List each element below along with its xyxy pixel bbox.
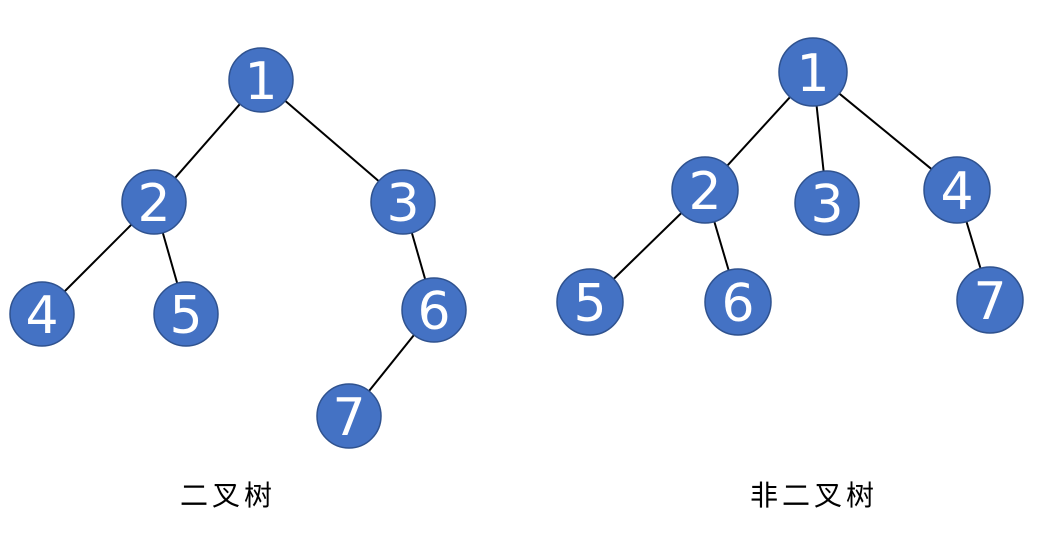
- tree-node-n5: 5: [556, 268, 624, 336]
- node-label: 2: [688, 162, 721, 222]
- tree-node-n4: 4: [923, 156, 991, 224]
- edge-n2-n6: [713, 221, 730, 271]
- edge-b1-b3: [284, 100, 380, 182]
- node-label: 3: [810, 175, 843, 235]
- node-circle: [794, 170, 860, 236]
- node-circle: [704, 268, 772, 336]
- tree-node-b5: 5: [153, 281, 219, 347]
- node-label: 2: [137, 174, 170, 234]
- edge-b6-b7: [368, 334, 415, 392]
- tree-node-b2: 2: [121, 169, 187, 235]
- node-circle: [923, 156, 991, 224]
- edge-b2-b4: [63, 223, 133, 293]
- edge-n1-n2: [726, 96, 791, 167]
- node-label: 7: [332, 388, 365, 448]
- node-label: 6: [417, 282, 450, 342]
- node-label: 5: [169, 286, 202, 346]
- tree-node-b3: 3: [370, 169, 436, 235]
- node-circle: [956, 266, 1024, 334]
- node-circle: [9, 281, 75, 347]
- tree-node-b7: 7: [316, 383, 382, 449]
- node-circle: [228, 47, 294, 113]
- node-circle: [153, 281, 219, 347]
- non-binary-tree-caption: 非二叉树: [750, 479, 879, 512]
- edge-b1-b2: [174, 103, 241, 179]
- tree-node-b6: 6: [401, 277, 467, 343]
- node-circle: [556, 268, 624, 336]
- tree-node-b1: 1: [228, 47, 294, 113]
- node-circle: [370, 169, 436, 235]
- node-circle: [671, 156, 739, 224]
- edge-b2-b5: [161, 232, 179, 284]
- edges-layer: [63, 92, 982, 392]
- edge-n4-n7: [965, 221, 982, 269]
- tree-node-n2: 2: [671, 156, 739, 224]
- tree-node-n3: 3: [794, 170, 860, 236]
- edge-n1-n4: [838, 92, 933, 170]
- tree-node-n6: 6: [704, 268, 772, 336]
- edge-n2-n5: [612, 212, 683, 280]
- node-label: 5: [573, 274, 606, 334]
- node-label: 1: [244, 52, 277, 112]
- node-label: 4: [25, 286, 58, 346]
- node-circle: [316, 383, 382, 449]
- node-circle: [121, 169, 187, 235]
- node-label: 4: [940, 162, 973, 222]
- node-label: 6: [721, 274, 754, 334]
- edge-n1-n3: [815, 105, 825, 172]
- binary-tree-caption: 二叉树: [180, 479, 277, 512]
- node-circle: [778, 37, 848, 107]
- edge-b3-b6: [410, 232, 427, 280]
- tree-node-n7: 7: [956, 266, 1024, 334]
- node-label: 1: [796, 44, 829, 104]
- node-label: 7: [973, 272, 1006, 332]
- tree-node-n1: 1: [778, 37, 848, 107]
- node-circle: [401, 277, 467, 343]
- tree-node-b4: 4: [9, 281, 75, 347]
- node-label: 3: [386, 174, 419, 234]
